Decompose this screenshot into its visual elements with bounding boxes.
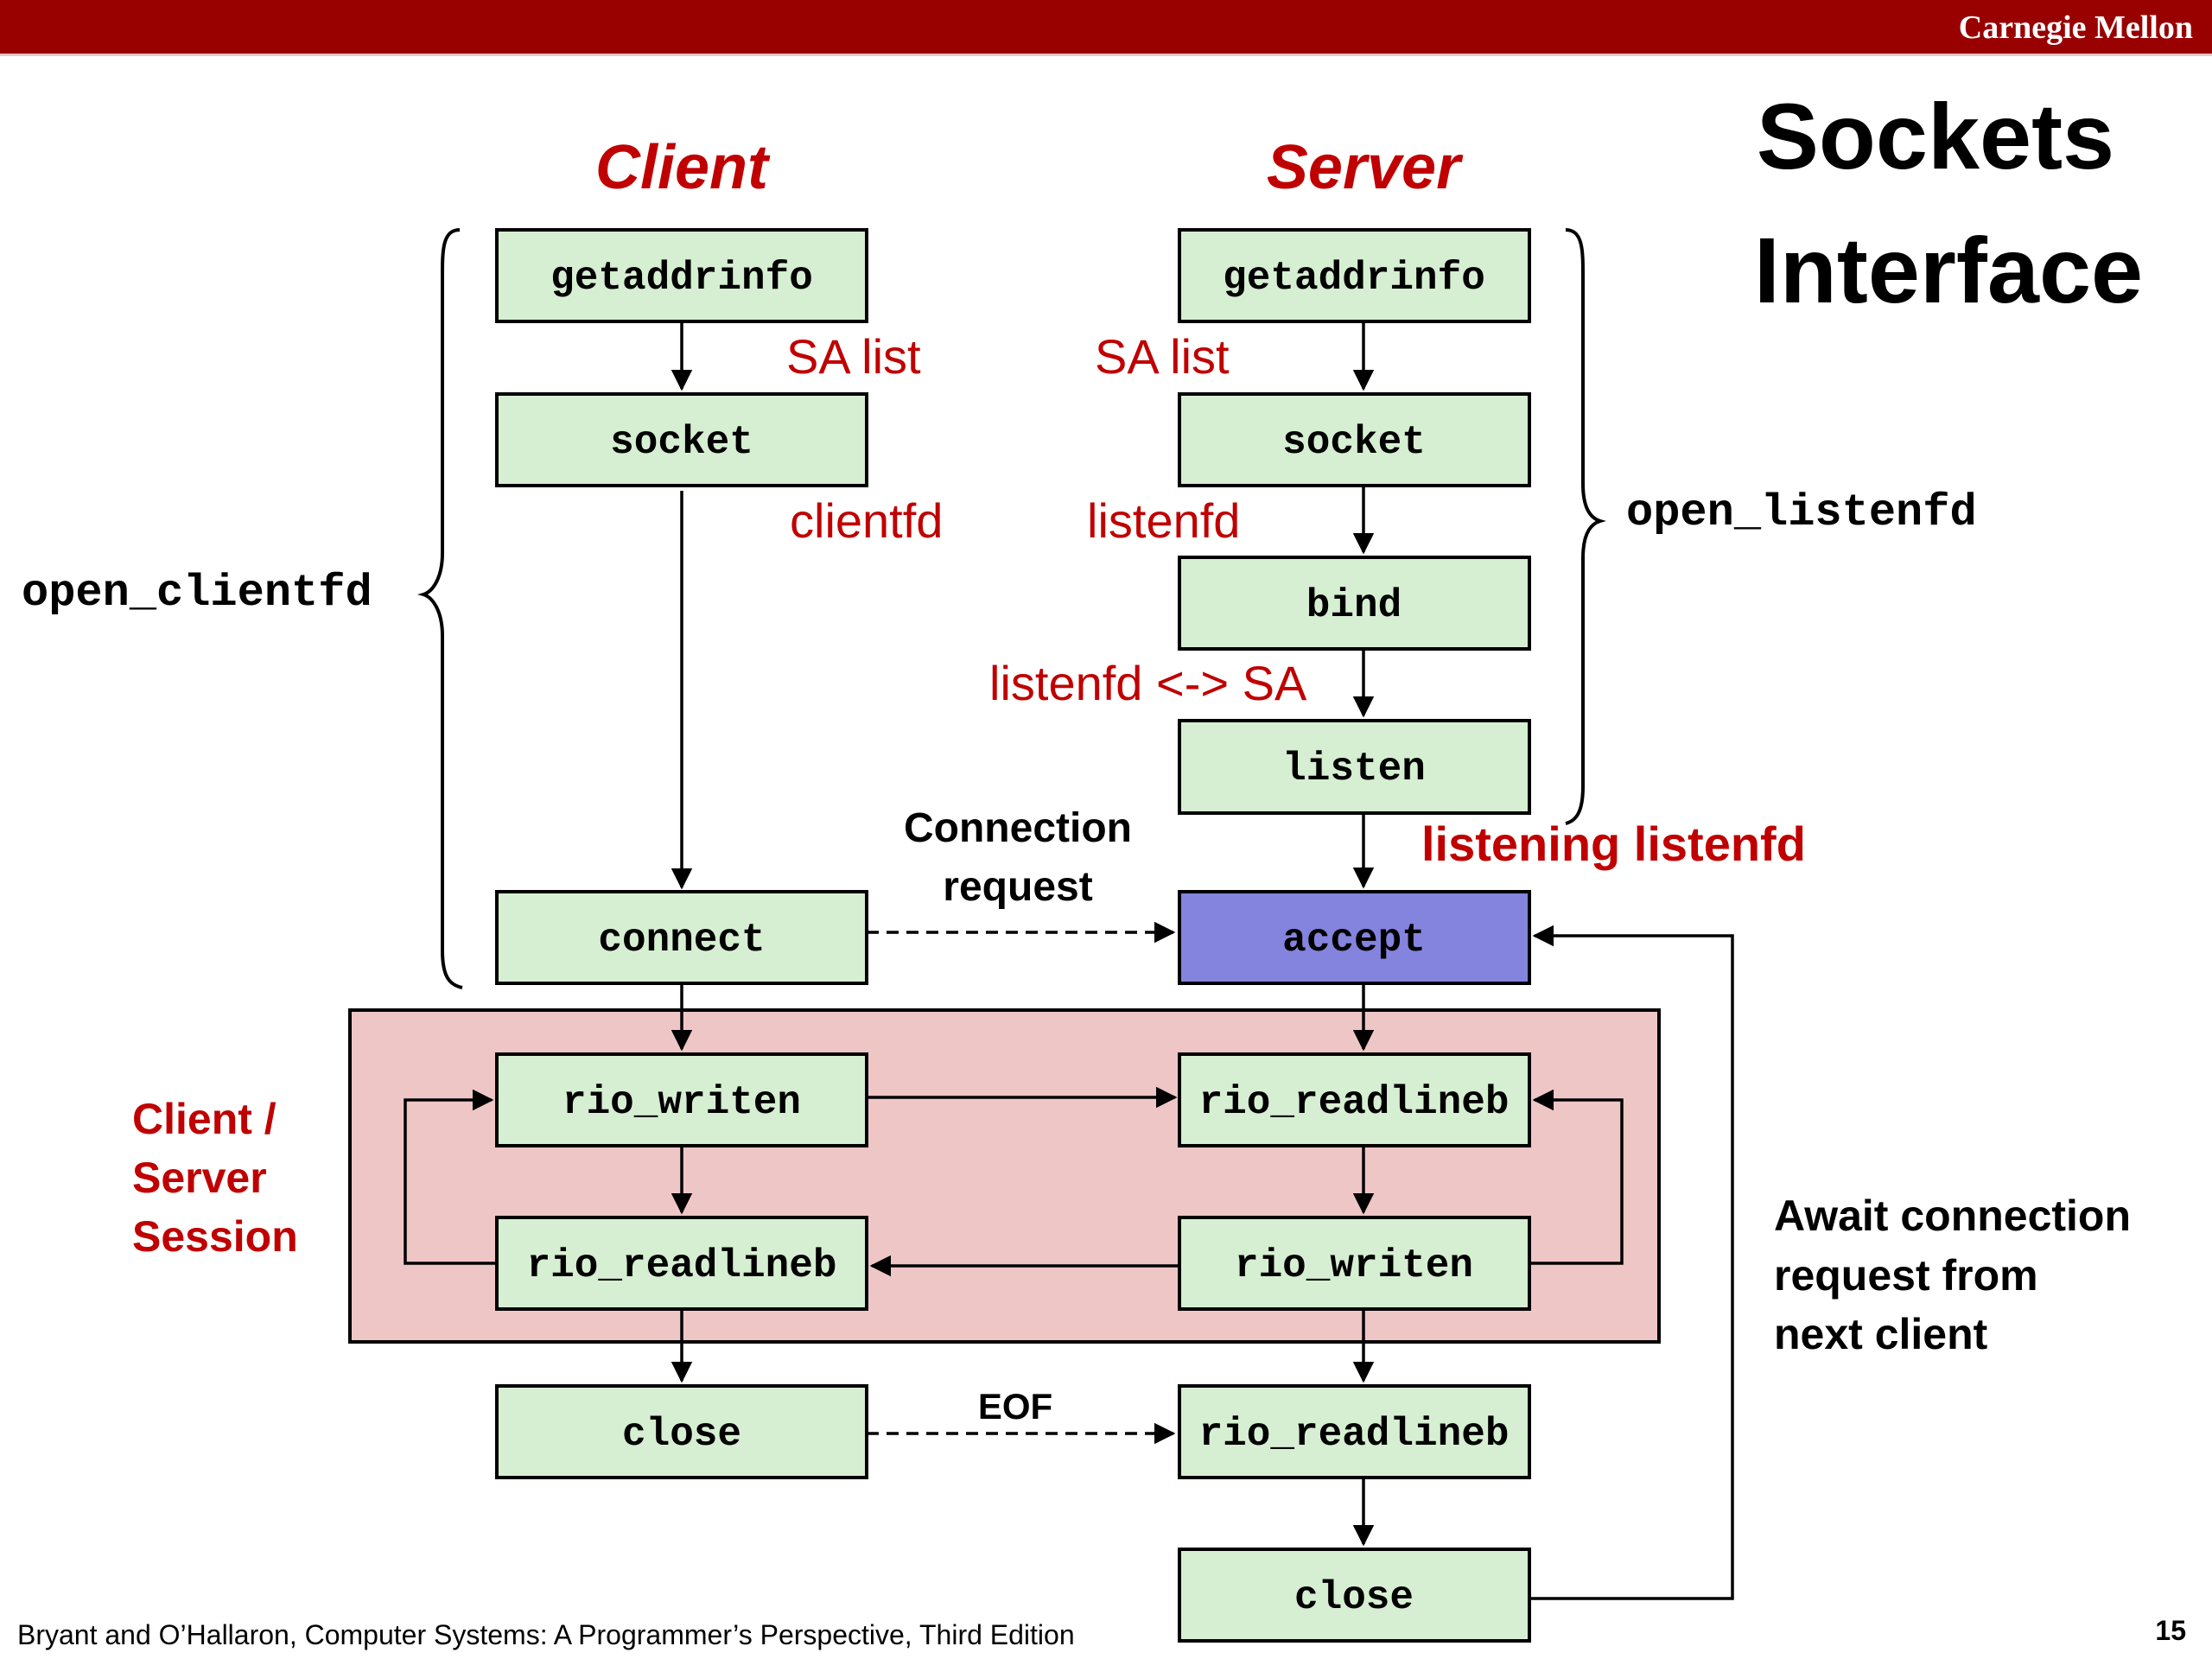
listenfd-annotation: listenfd <box>1087 493 1240 548</box>
open-clientfd-brace <box>417 228 463 989</box>
client-close-label: close <box>622 1412 741 1457</box>
open-listenfd-brace <box>1565 228 1606 825</box>
slide-title-line2: Interface <box>1754 218 2143 322</box>
await-note-line3: next client <box>1774 1310 1988 1358</box>
client-connect-box[interactable]: connect <box>495 890 868 985</box>
server-rio-readlineb-eof-box[interactable]: rio_readlineb <box>1178 1384 1531 1479</box>
server-rio-readlineb-eof-label: rio_readlineb <box>1199 1412 1510 1457</box>
connection-request-line1: Connection <box>904 805 1132 851</box>
listening-listenfd-annotation: listening listenfd <box>1421 817 1806 871</box>
client-column-header: Client <box>595 133 771 202</box>
open-listenfd-label: open_listenfd <box>1626 487 1977 538</box>
client-getaddrinfo-box[interactable]: getaddrinfo <box>495 228 868 323</box>
arrow-server-session-loop <box>1529 1089 1624 1265</box>
session-label: Client / Server Session <box>132 1095 298 1261</box>
clientfd-annotation: clientfd <box>790 493 943 548</box>
server-sa-list-annotation: SA list <box>1095 329 1230 384</box>
server-bind-label: bind <box>1306 583 1402 628</box>
server-accept-box[interactable]: accept <box>1178 890 1531 985</box>
server-close-box[interactable]: close <box>1178 1548 1531 1643</box>
client-rio-readlineb-box[interactable]: rio_readlineb <box>495 1216 868 1311</box>
server-close-label: close <box>1294 1575 1414 1620</box>
server-rio-writen-label: rio_writen <box>1235 1243 1473 1288</box>
session-label-line1: Client / <box>132 1095 276 1143</box>
server-arrows <box>1352 321 1734 1600</box>
server-listen-label: listen <box>1282 747 1426 791</box>
session-label-line3: Session <box>132 1212 298 1261</box>
await-connection-note: Await connection request from next clien… <box>1774 1192 2131 1358</box>
server-bind-box[interactable]: bind <box>1178 556 1531 651</box>
listenfd-sa-annotation: listenfd <-> SA <box>989 656 1307 710</box>
server-listen-box[interactable]: listen <box>1178 719 1531 815</box>
client-close-box[interactable]: close <box>495 1384 868 1479</box>
server-rio-writen-box[interactable]: rio_writen <box>1178 1216 1531 1311</box>
server-column-header: Server <box>1267 133 1464 202</box>
client-socket-box[interactable]: socket <box>495 392 868 487</box>
server-rio-readlineb-box[interactable]: rio_readlineb <box>1178 1052 1531 1147</box>
footer-citation: Bryant and O’Hallaron, Computer Systems:… <box>17 1619 1075 1650</box>
arrow-client-session-loop <box>404 1089 497 1265</box>
server-rio-readlineb-label: rio_readlineb <box>1199 1080 1510 1125</box>
header-bar-underline <box>0 54 2212 56</box>
server-getaddrinfo-label: getaddrinfo <box>1223 256 1485 301</box>
slide-title-line1: Sockets <box>1757 84 2114 188</box>
await-note-line2: request from <box>1774 1251 2038 1300</box>
server-socket-box[interactable]: socket <box>1178 392 1531 487</box>
client-socket-label: socket <box>610 420 753 465</box>
cross-arrows <box>867 921 1179 1445</box>
client-getaddrinfo-label: getaddrinfo <box>550 256 813 301</box>
institution-name: Carnegie Mellon <box>1959 10 2193 46</box>
await-note-line1: Await connection <box>1774 1192 2131 1240</box>
client-rio-readlineb-label: rio_readlineb <box>527 1243 837 1288</box>
server-accept-label: accept <box>1282 918 1426 963</box>
connection-request-annotation: Connection request <box>904 805 1132 910</box>
page-number: 15 <box>2155 1615 2186 1646</box>
client-rio-writen-box[interactable]: rio_writen <box>495 1052 868 1147</box>
server-socket-label: socket <box>1282 420 1426 465</box>
session-label-line2: Server <box>132 1154 267 1202</box>
client-sa-list-annotation: SA list <box>786 329 921 384</box>
connection-request-line2: request <box>943 864 1092 910</box>
client-rio-writen-label: rio_writen <box>563 1080 801 1125</box>
open-clientfd-label: open_clientfd <box>22 568 372 619</box>
client-connect-label: connect <box>598 918 765 963</box>
client-arrows <box>404 321 693 1383</box>
server-getaddrinfo-box[interactable]: getaddrinfo <box>1178 228 1531 323</box>
eof-annotation: EOF <box>978 1386 1052 1427</box>
header-bar <box>0 0 2212 54</box>
annotations: SA list SA list clientfd listenfd listen… <box>786 329 1806 871</box>
arrow-close-to-accept-loop <box>1529 925 1734 1600</box>
